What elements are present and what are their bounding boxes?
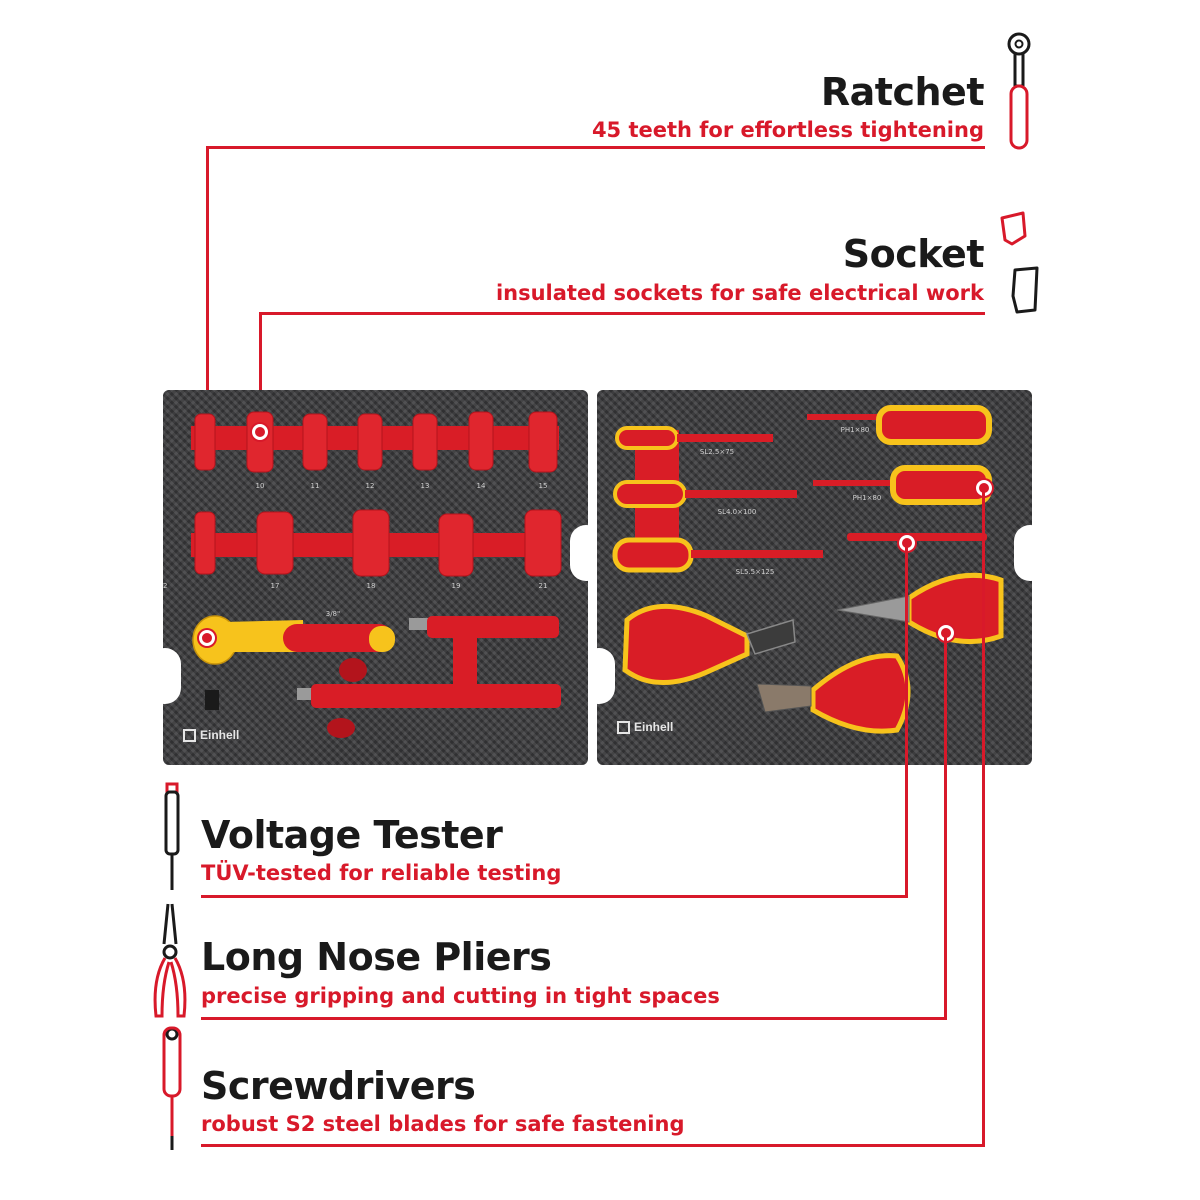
- voltage-tester-title: Voltage Tester: [201, 813, 503, 857]
- screwdriver-spec-label: PH1×80: [853, 494, 882, 502]
- socket-size-label: 12: [366, 482, 375, 490]
- socket-subtitle: insulated sockets for safe electrical wo…: [495, 281, 984, 305]
- socket-size-label: 19: [452, 582, 461, 590]
- screwdriver-spec-label: PH1×80: [841, 426, 870, 434]
- socket-size-label: 21: [539, 582, 548, 590]
- socket-size-label: 11: [311, 482, 320, 490]
- socket-size-label: 13: [421, 482, 430, 490]
- einhell-logo: Einhell: [183, 728, 239, 742]
- tray-notch: [570, 525, 588, 581]
- socket-underline: [259, 312, 985, 315]
- ratchet-icon: [1007, 32, 1031, 150]
- socket-size-label: 14: [477, 482, 486, 490]
- einhell-logo-text: Einhell: [200, 728, 240, 742]
- screwdriver-spec-label: SL2.5×75: [700, 448, 734, 456]
- einhell-logo-mark: [183, 728, 196, 742]
- ratchet-marker-dot: [199, 630, 215, 646]
- ratchet-underline: [206, 146, 985, 149]
- long-nose-pliers-underline: [201, 1017, 947, 1020]
- long-nose-pliers-leader-line: [944, 633, 947, 1020]
- tray-notch: [1014, 525, 1032, 581]
- tray-notch: [597, 648, 615, 704]
- screwdriver-spec-label: SL4.0×100: [718, 508, 757, 516]
- long-nose-pliers-subtitle: precise gripping and cutting in tight sp…: [201, 984, 720, 1008]
- screwdrivers-subtitle: robust S2 steel blades for safe fastenin…: [201, 1112, 685, 1136]
- socket-title: Socket: [842, 232, 985, 276]
- ratchet-subtitle: 45 teeth for effortless tightening: [591, 118, 984, 142]
- socket-size-label: 10: [256, 482, 265, 490]
- screwdriver-icon: [162, 1026, 182, 1150]
- socket-size-label: 17: [271, 582, 280, 590]
- ratchet-title: Ratchet: [820, 70, 985, 114]
- socket-size-label: 15: [539, 482, 548, 490]
- einhell-logo-mark: [617, 720, 630, 734]
- left-tray-tools: 10 11 12 13 14 15 17 18 19 21 22 3/8": [163, 411, 562, 738]
- left-tool-tray: 10 11 12 13 14 15 17 18 19 21 22 3/8" Einhell: [163, 390, 588, 765]
- long-nose-pliers-title: Long Nose Pliers: [201, 935, 552, 979]
- screwdrivers-underline: [201, 1144, 985, 1147]
- socket-leader-line: [259, 312, 262, 432]
- screwdrivers-title: Screwdrivers: [201, 1064, 476, 1108]
- einhell-logo-text: Einhell: [634, 720, 674, 734]
- tray-notch: [163, 648, 181, 704]
- voltage-tester-underline: [201, 895, 908, 898]
- pliers-icon: [153, 903, 187, 1018]
- screwdrivers-leader-line: [982, 488, 985, 1147]
- einhell-logo: Einhell: [617, 720, 673, 734]
- screwdriver-spec-label: SL5.5×125: [736, 568, 775, 576]
- socket-size-label: 22: [163, 582, 167, 590]
- socket-marker-dot: [252, 424, 268, 440]
- voltage-tester-icon: [164, 782, 180, 890]
- socket-size-label: 18: [367, 582, 376, 590]
- voltage-tester-leader-line: [905, 543, 908, 898]
- voltage-tester-subtitle: TÜV-tested for reliable testing: [201, 861, 562, 885]
- ratchet-size-label: 3/8": [326, 610, 341, 618]
- socket-icon: [1000, 211, 1039, 314]
